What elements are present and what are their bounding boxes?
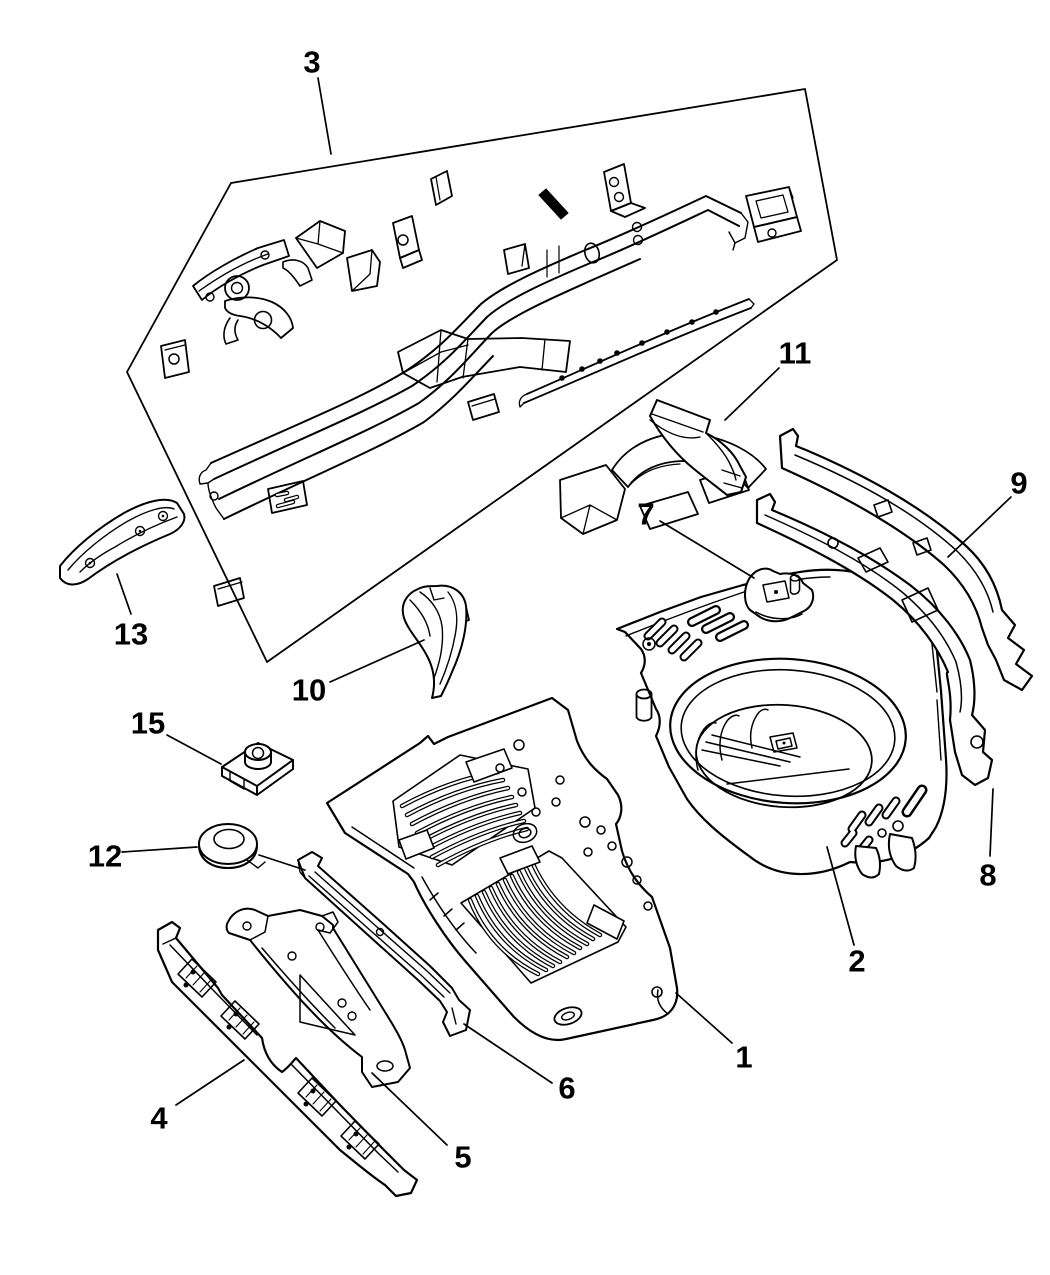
rail-reinforcement-strip bbox=[518, 298, 755, 408]
callout-3-leader-line bbox=[317, 77, 332, 155]
rear-crossmember-rail bbox=[778, 427, 1034, 692]
rear-floor-pan bbox=[615, 568, 948, 879]
callout-8-leader-line bbox=[989, 788, 994, 857]
callout-9-leader-line bbox=[947, 496, 1012, 558]
frame-rail-assembly-group bbox=[126, 88, 838, 663]
callout-10-label: 10 bbox=[292, 673, 326, 708]
assembly-boundary bbox=[126, 88, 838, 663]
callout-12-leader-line bbox=[121, 846, 198, 853]
callout-10-leader-line bbox=[329, 639, 425, 683]
cylinder-stub bbox=[635, 688, 653, 722]
callout-2-label: 2 bbox=[848, 944, 865, 979]
callout-3-label: 3 bbox=[303, 45, 320, 80]
comb-notches bbox=[854, 833, 917, 879]
floor-pan-front-section bbox=[325, 696, 679, 1041]
callout-13-label: 13 bbox=[114, 617, 148, 652]
callout-8-label: 8 bbox=[979, 858, 996, 893]
callout-7-label: 7 bbox=[637, 497, 654, 532]
square-bracket-hole bbox=[160, 339, 190, 379]
callout-9-label: 9 bbox=[1010, 466, 1027, 501]
stud-rod bbox=[538, 188, 569, 220]
callout-layer: 3 13 10 15 12 11 9 7 8 2 1 6 5 4 bbox=[88, 45, 1028, 1175]
callout-7-leader-line bbox=[659, 520, 755, 579]
crossmember-support-rail bbox=[225, 907, 411, 1088]
callout-13-leader-line bbox=[116, 573, 132, 615]
slotted-clip bbox=[267, 480, 308, 514]
callout-5-leader-line bbox=[371, 1072, 448, 1146]
rear-frame-rail bbox=[198, 195, 749, 520]
callout-4-label: 4 bbox=[150, 1101, 168, 1136]
callout-12-label: 12 bbox=[88, 839, 122, 874]
quarter-inner-rail bbox=[755, 492, 994, 787]
drain-hole-cluster bbox=[840, 784, 928, 855]
vent-slots bbox=[642, 605, 749, 662]
callout-11-label: 11 bbox=[779, 336, 812, 371]
corner-gusset-bracket bbox=[401, 584, 468, 699]
callout-6-leader-line bbox=[463, 1023, 553, 1084]
small-bracket-parallelogram bbox=[430, 170, 453, 206]
callout-15-label: 15 bbox=[131, 706, 165, 741]
mount-bracket bbox=[744, 567, 815, 623]
callout-15-leader-line bbox=[166, 734, 222, 765]
spot-weld-dots bbox=[183, 969, 359, 1150]
bead-pads bbox=[177, 958, 380, 1160]
funnel-support-bracket bbox=[649, 399, 747, 496]
flag-bracket-two-holes bbox=[603, 163, 646, 218]
callout-1-leader-line bbox=[675, 992, 733, 1044]
arch-bracket-cluster bbox=[559, 432, 767, 535]
u-nut-clip bbox=[221, 742, 294, 796]
callout-2-leader-line bbox=[826, 846, 855, 946]
wedge-brackets bbox=[295, 215, 530, 292]
box-bracket bbox=[745, 186, 802, 243]
tow-hook-bracket-cluster bbox=[192, 239, 313, 345]
callout-1-label: 1 bbox=[735, 1040, 752, 1075]
spare-tire-well bbox=[669, 657, 907, 809]
rocker-inner-panel bbox=[156, 920, 419, 1198]
callout-6-label: 6 bbox=[558, 1071, 575, 1106]
callout-4-leader-line bbox=[175, 1059, 245, 1106]
plug-holes bbox=[495, 739, 653, 911]
grommet-plug bbox=[198, 823, 266, 869]
callout-12-leader-line bbox=[258, 854, 306, 871]
sill-plate bbox=[59, 498, 186, 586]
callout-11-leader-line bbox=[724, 367, 780, 421]
sill-channel bbox=[297, 851, 471, 1037]
callout-5-label: 5 bbox=[454, 1140, 471, 1175]
rib-patch-lower bbox=[460, 845, 627, 984]
mid-channel-piece bbox=[397, 329, 571, 389]
